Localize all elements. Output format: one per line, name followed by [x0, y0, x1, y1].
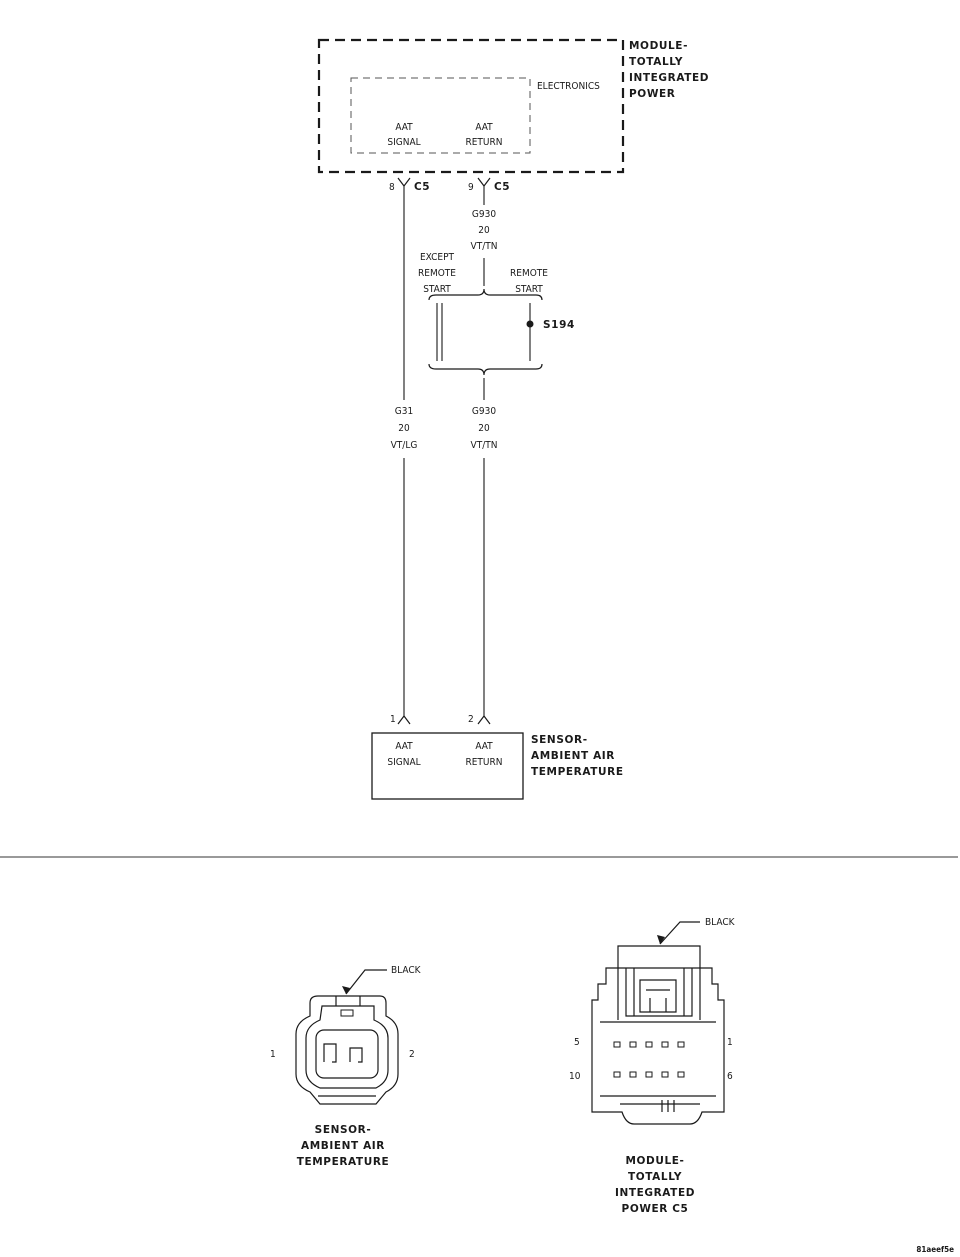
sensor-connector-pin-2: 2: [409, 1049, 415, 1060]
sensor-caption-3: TEMPERATURE: [297, 1156, 390, 1168]
splice-s194-dot: [526, 320, 534, 328]
module-connector-color: BLACK: [705, 917, 736, 928]
electronics-outline: [350, 77, 531, 154]
module-terminal-row-1: [613, 1041, 685, 1048]
c5-pin8-number: 8: [389, 182, 395, 193]
module-tipm: ELECTRONICS MODULE- TOTALLY INTEGRATED P…: [317, 38, 709, 193]
module-connector-latch: [625, 968, 693, 1017]
sensor-pin1-symbol: [397, 715, 411, 725]
sensor-signal-line2: SIGNAL: [387, 757, 420, 768]
module-connector-body: [591, 967, 725, 1125]
sensor-connector-color: BLACK: [391, 965, 422, 976]
module-title-4: POWER: [629, 88, 675, 100]
bottom-brace: [428, 363, 543, 376]
option-block: S194 EXCEPT REMOTE START REMOTE START: [418, 252, 575, 376]
module-pin-return-line1: AAT: [475, 122, 493, 133]
module-terminal: [629, 1041, 637, 1048]
g930-lower-circuit: G930: [472, 406, 496, 417]
sensor-caption-1: SENSOR-: [315, 1124, 372, 1136]
except-label-2: REMOTE: [418, 268, 456, 279]
sensor-aat: 1 2 AAT SIGNAL AAT RETURN SENSOR- AMBIEN…: [371, 714, 624, 800]
module-title-2: TOTALLY: [629, 56, 683, 68]
sensor-return-line2: RETURN: [466, 757, 503, 768]
module-connector-pin-10: 10: [569, 1071, 581, 1082]
sensor-connector-leader: [345, 969, 387, 995]
c5-pin9-symbol: [477, 177, 491, 187]
module-terminal: [613, 1041, 621, 1048]
module-c5-connector-view: BLACK 5 1 10 6 MODULE- TOTALLY INTEGRATE…: [569, 917, 736, 1215]
sensor-terminal-2: [349, 1047, 363, 1063]
module-connector-pin-5: 5: [574, 1037, 580, 1048]
module-terminal: [661, 1041, 669, 1048]
sensor-terminal-1: [323, 1043, 337, 1063]
module-terminal: [645, 1041, 653, 1048]
sensor-title-2: AMBIENT AIR: [531, 750, 615, 762]
top-brace: [428, 288, 543, 301]
sensor-pin1-number: 1: [390, 714, 396, 725]
splice-s194-label: S194: [543, 319, 575, 331]
sensor-title-3: TEMPERATURE: [531, 766, 624, 778]
module-terminal-row-2: [613, 1071, 685, 1078]
remote-label-2: START: [515, 284, 543, 295]
module-connector-leader-arrow: [657, 935, 665, 944]
g930-upper-color: VT/TN: [471, 241, 498, 252]
sensor-connector-leader-arrow: [342, 986, 350, 994]
module-title-1: MODULE-: [629, 40, 688, 52]
sensor-return-line1: AAT: [475, 741, 493, 752]
module-pin-return-line2: RETURN: [466, 137, 503, 148]
sensor-connector-pin-1: 1: [270, 1049, 276, 1060]
g31-circuit: G31: [395, 406, 413, 417]
sensor-connector-inner: [305, 1005, 389, 1089]
g930-upper-gauge: 20: [478, 225, 490, 236]
g930-lower-color: VT/TN: [471, 440, 498, 451]
module-terminal: [629, 1071, 637, 1078]
except-label-3: START: [423, 284, 451, 295]
module-title-3: INTEGRATED: [629, 72, 709, 84]
module-terminal: [677, 1041, 685, 1048]
module-caption-3: INTEGRATED: [615, 1187, 695, 1199]
c5-pin8-symbol: [397, 177, 411, 187]
sensor-connector-latch: [335, 996, 361, 1006]
module-terminal: [645, 1071, 653, 1078]
g31-color: VT/LG: [391, 440, 418, 451]
sensor-connector-view: BLACK 1 2 SENSOR- AMBIENT AIR TEMPERATUR…: [270, 965, 422, 1168]
wires: G930 20 VT/TN G31 20 VT/LG G930 20 VT/TN: [391, 186, 498, 716]
c5-pin9-connector: C5: [494, 181, 510, 193]
except-label-1: EXCEPT: [420, 252, 455, 263]
remote-label-1: REMOTE: [510, 268, 548, 279]
g930-upper-circuit: G930: [472, 209, 496, 220]
module-pin-signal-line2: SIGNAL: [387, 137, 420, 148]
module-connector-pin-6: 6: [727, 1071, 733, 1082]
module-connector-pin-1: 1: [727, 1037, 733, 1048]
module-pin-signal-line1: AAT: [395, 122, 413, 133]
module-connector-hood: [617, 945, 701, 1020]
sensor-caption-2: AMBIENT AIR: [301, 1140, 385, 1152]
figure-id: 81aeef5e: [916, 1245, 954, 1254]
sensor-signal-line1: AAT: [395, 741, 413, 752]
c5-pin9-number: 9: [468, 182, 474, 193]
electronics-label: ELECTRONICS: [537, 81, 600, 92]
sensor-connector-key: [340, 1009, 354, 1017]
sensor-connector-cavity: [315, 1029, 379, 1079]
module-caption-2: TOTALLY: [628, 1171, 682, 1183]
module-caption-4: POWER C5: [622, 1203, 689, 1215]
module-connector-leader: [659, 921, 700, 945]
module-connector-lock: [639, 979, 677, 1013]
sensor-title-1: SENSOR-: [531, 734, 588, 746]
g930-lower-gauge: 20: [478, 423, 490, 434]
sensor-box: [371, 732, 524, 800]
module-caption-1: MODULE-: [625, 1155, 684, 1167]
sensor-pin2-symbol: [477, 715, 491, 725]
module-connector-key-bottom: [620, 1100, 700, 1112]
module-outline: [317, 38, 625, 174]
c5-pin8-connector: C5: [414, 181, 430, 193]
module-terminal: [677, 1071, 685, 1078]
sensor-connector-shell: [295, 995, 399, 1105]
sensor-pin2-number: 2: [468, 714, 474, 725]
g31-gauge: 20: [398, 423, 410, 434]
module-terminal: [613, 1071, 621, 1078]
module-terminal: [661, 1071, 669, 1078]
